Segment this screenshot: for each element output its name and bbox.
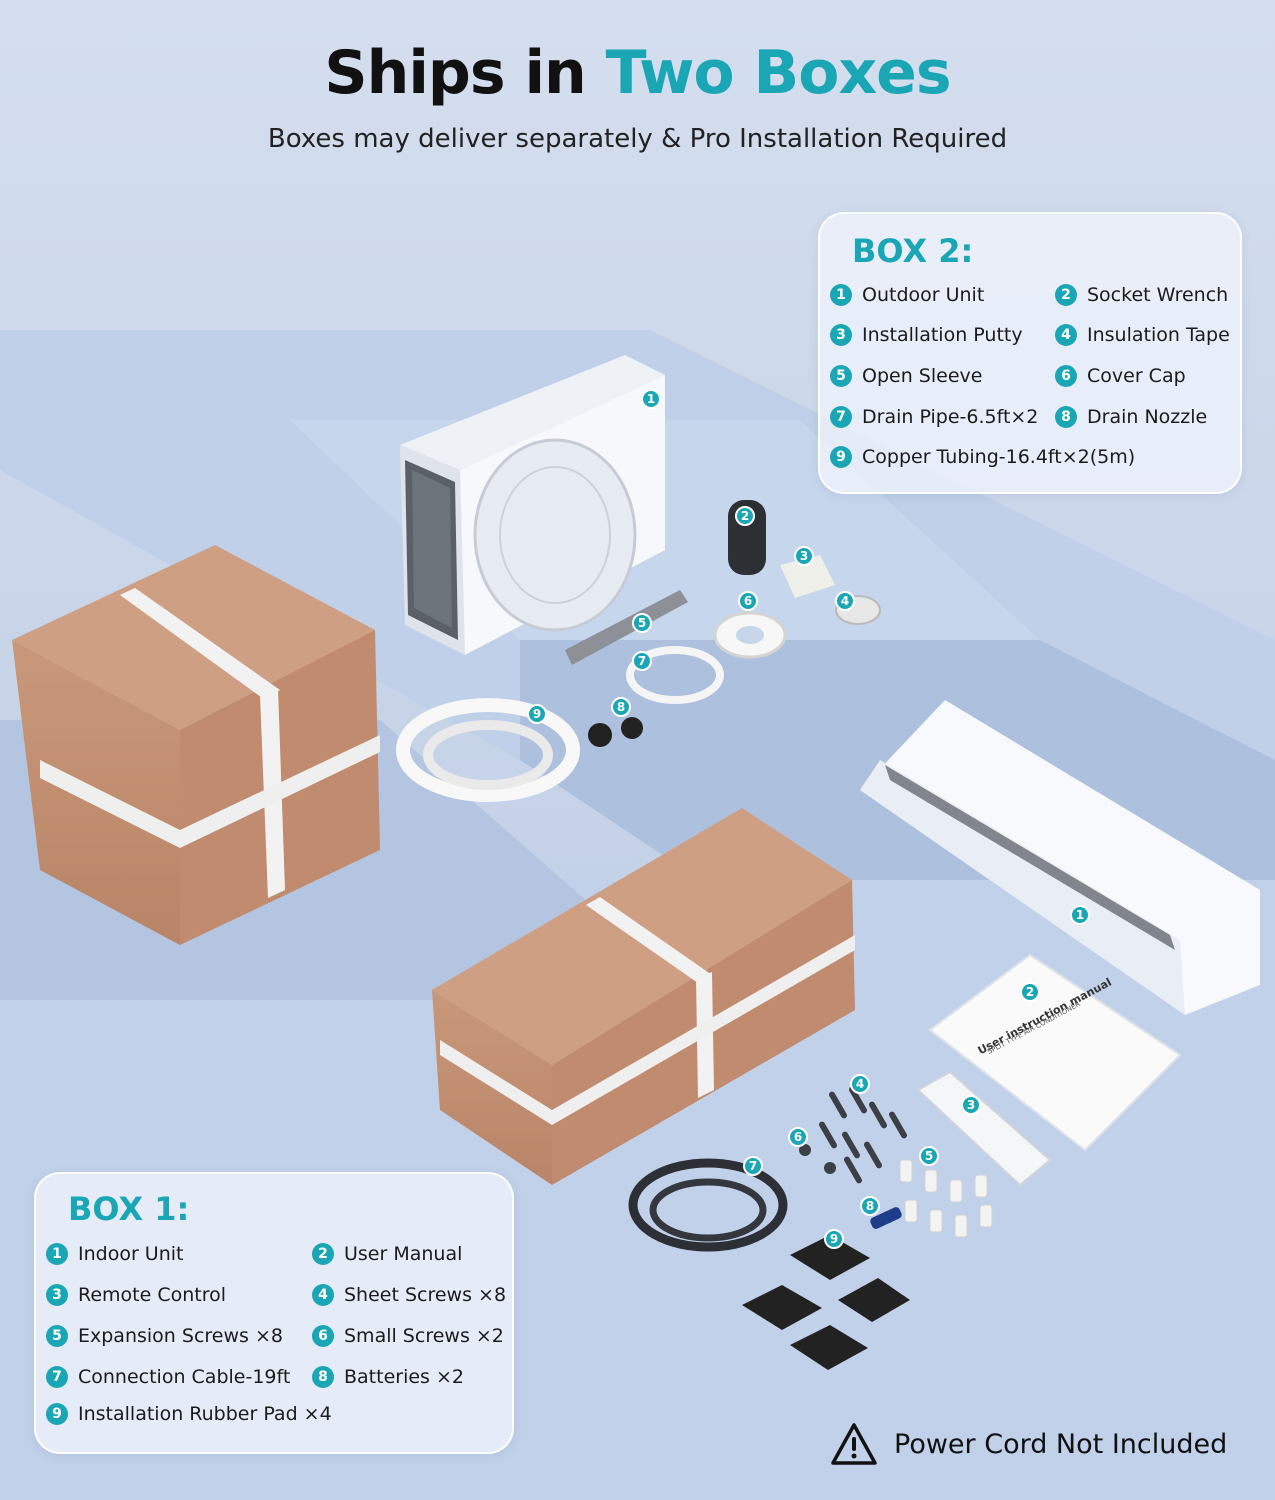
box-1-item-9-label: Installation Rubber Pad ×4 — [78, 1403, 332, 1425]
box-2-item-9-num: 9 — [830, 446, 852, 468]
box-1-item-6-num: 6 — [312, 1325, 334, 1347]
tag-indoor-9: 9 — [824, 1229, 844, 1249]
rubber-pads — [742, 1235, 910, 1370]
box-2-item-7: 7 Drain Pipe-6.5ft×2 — [830, 403, 1038, 431]
tag-indoor-2: 2 — [1020, 982, 1040, 1002]
box-1-item-3-num: 3 — [46, 1284, 68, 1306]
tag-outdoor-4: 4 — [835, 591, 855, 611]
indoor-unit — [860, 700, 1260, 1015]
box-1-item-8-label: Batteries ×2 — [344, 1366, 464, 1388]
box-1-item-1: 1 Indoor Unit — [46, 1240, 183, 1268]
box-2-item-3: 3 Installation Putty — [830, 321, 1023, 349]
batteries — [870, 1207, 902, 1229]
box-2-item-5: 5 Open Sleeve — [830, 362, 982, 390]
tag-outdoor-7: 7 — [632, 651, 652, 671]
box-2-item-8: 8 Drain Nozzle — [1055, 403, 1207, 431]
remote-control — [916, 1070, 1052, 1187]
box-2-item-7-label: Drain Pipe-6.5ft×2 — [862, 406, 1039, 428]
box-1-item-5-label: Expansion Screws ×8 — [78, 1325, 283, 1347]
box-1-item-9-num: 9 — [46, 1403, 68, 1425]
box-2-item-6-num: 6 — [1055, 365, 1077, 387]
tag-indoor-3: 3 — [961, 1095, 981, 1115]
box-2-item-8-num: 8 — [1055, 406, 1077, 428]
tag-outdoor-5: 5 — [632, 613, 652, 633]
box-1-panel: BOX 1: 1 Indoor Unit 2 User Manual 3 Rem… — [34, 1172, 514, 1454]
box-2-item-1: 1 Outdoor Unit — [830, 281, 984, 309]
box-2-cardboard — [12, 545, 380, 945]
tag-indoor-6: 6 — [788, 1127, 808, 1147]
box-1-item-6-label: Small Screws ×2 — [344, 1325, 504, 1347]
box-1-item-7-label: Connection Cable-19ft — [78, 1366, 291, 1388]
box-2-item-1-label: Outdoor Unit — [862, 284, 985, 306]
title-main: Ships in — [324, 38, 586, 108]
tag-outdoor-6: 6 — [738, 591, 758, 611]
connection-cable — [628, 1158, 788, 1252]
box-2-item-4-label: Insulation Tape — [1087, 324, 1230, 346]
tag-indoor-7: 7 — [743, 1156, 763, 1176]
tag-indoor-5: 5 — [919, 1146, 939, 1166]
drain-nozzle — [588, 723, 612, 747]
user-manual — [928, 953, 1182, 1152]
box-2-item-2: 2 Socket Wrench — [1055, 281, 1228, 309]
page-subtitle: Boxes may deliver separately & Pro Insta… — [267, 124, 1008, 154]
screws — [799, 1086, 907, 1184]
outdoor-unit — [400, 355, 665, 655]
box-1-item-4-num: 4 — [312, 1284, 334, 1306]
box-1-item-1-num: 1 — [46, 1243, 68, 1265]
drain-pipe — [626, 646, 724, 704]
box-1-item-2: 2 User Manual — [312, 1240, 462, 1268]
box-1-item-5-num: 5 — [46, 1325, 68, 1347]
copper-tubing — [396, 698, 580, 802]
box-1-item-8-num: 8 — [312, 1366, 334, 1388]
box-2-item-4: 4 Insulation Tape — [1055, 321, 1230, 349]
box-1-item-2-label: User Manual — [344, 1243, 463, 1265]
box-2-item-5-label: Open Sleeve — [862, 365, 983, 387]
box-2-item-2-label: Socket Wrench — [1087, 284, 1229, 306]
open-sleeve — [565, 590, 688, 665]
box-2-item-2-num: 2 — [1055, 284, 1077, 306]
page-title: Ships in Two Boxes — [0, 38, 1275, 108]
power-cord-warning: Power Cord Not Included — [830, 1420, 1227, 1468]
box-2-item-3-label: Installation Putty — [862, 324, 1023, 346]
box-1-item-4-label: Sheet Screws ×8 — [344, 1284, 507, 1306]
box-2-panel: BOX 2: 1 Outdoor Unit 2 Socket Wrench 3 … — [818, 212, 1242, 494]
box-1-item-7: 7 Connection Cable-19ft — [46, 1363, 290, 1391]
box-1-item-3-label: Remote Control — [78, 1284, 227, 1306]
box-1-item-2-num: 2 — [312, 1243, 334, 1265]
tag-indoor-1: 1 — [1070, 905, 1090, 925]
warning-text: Power Cord Not Included — [894, 1428, 1228, 1460]
box-1-cardboard — [432, 808, 855, 1185]
box-1-item-5: 5 Expansion Screws ×8 — [46, 1322, 283, 1350]
box-2-item-5-num: 5 — [830, 365, 852, 387]
box-2-item-7-num: 7 — [830, 406, 852, 428]
box-1-item-8: 8 Batteries ×2 — [312, 1363, 464, 1391]
installation-putty — [780, 555, 835, 598]
box-2-item-1-num: 1 — [830, 284, 852, 306]
box-1-item-3: 3 Remote Control — [46, 1281, 226, 1309]
tag-outdoor-2: 2 — [735, 506, 755, 526]
box-2-title: BOX 2: — [852, 232, 974, 270]
tag-outdoor-3: 3 — [794, 546, 814, 566]
title-accent: Two Boxes — [605, 38, 952, 108]
box-2-item-8-label: Drain Nozzle — [1087, 406, 1208, 428]
warning-triangle-icon — [831, 1423, 877, 1465]
tag-indoor-4: 4 — [850, 1074, 870, 1094]
box-1-item-6: 6 Small Screws ×2 — [312, 1322, 504, 1350]
box-2-item-9: 9 Copper Tubing-16.4ft×2(5m) — [830, 443, 1135, 471]
box-2-item-6-label: Cover Cap — [1087, 365, 1186, 387]
box-2-item-9-label: Copper Tubing-16.4ft×2(5m) — [862, 446, 1136, 468]
box-1-item-7-num: 7 — [46, 1366, 68, 1388]
tag-outdoor-9: 9 — [527, 704, 547, 724]
expansion-screws — [899, 1159, 993, 1238]
tag-outdoor-8: 8 — [611, 697, 631, 717]
box-1-title: BOX 1: — [68, 1190, 190, 1228]
box-1-item-1-label: Indoor Unit — [78, 1243, 184, 1265]
tag-indoor-8: 8 — [860, 1196, 880, 1216]
box-2-item-3-num: 3 — [830, 324, 852, 346]
box-1-item-4: 4 Sheet Screws ×8 — [312, 1281, 506, 1309]
box-1-item-9: 9 Installation Rubber Pad ×4 — [46, 1400, 332, 1428]
tag-outdoor-1: 1 — [641, 389, 661, 409]
box-2-item-6: 6 Cover Cap — [1055, 362, 1186, 390]
box-2-item-4-num: 4 — [1055, 324, 1077, 346]
